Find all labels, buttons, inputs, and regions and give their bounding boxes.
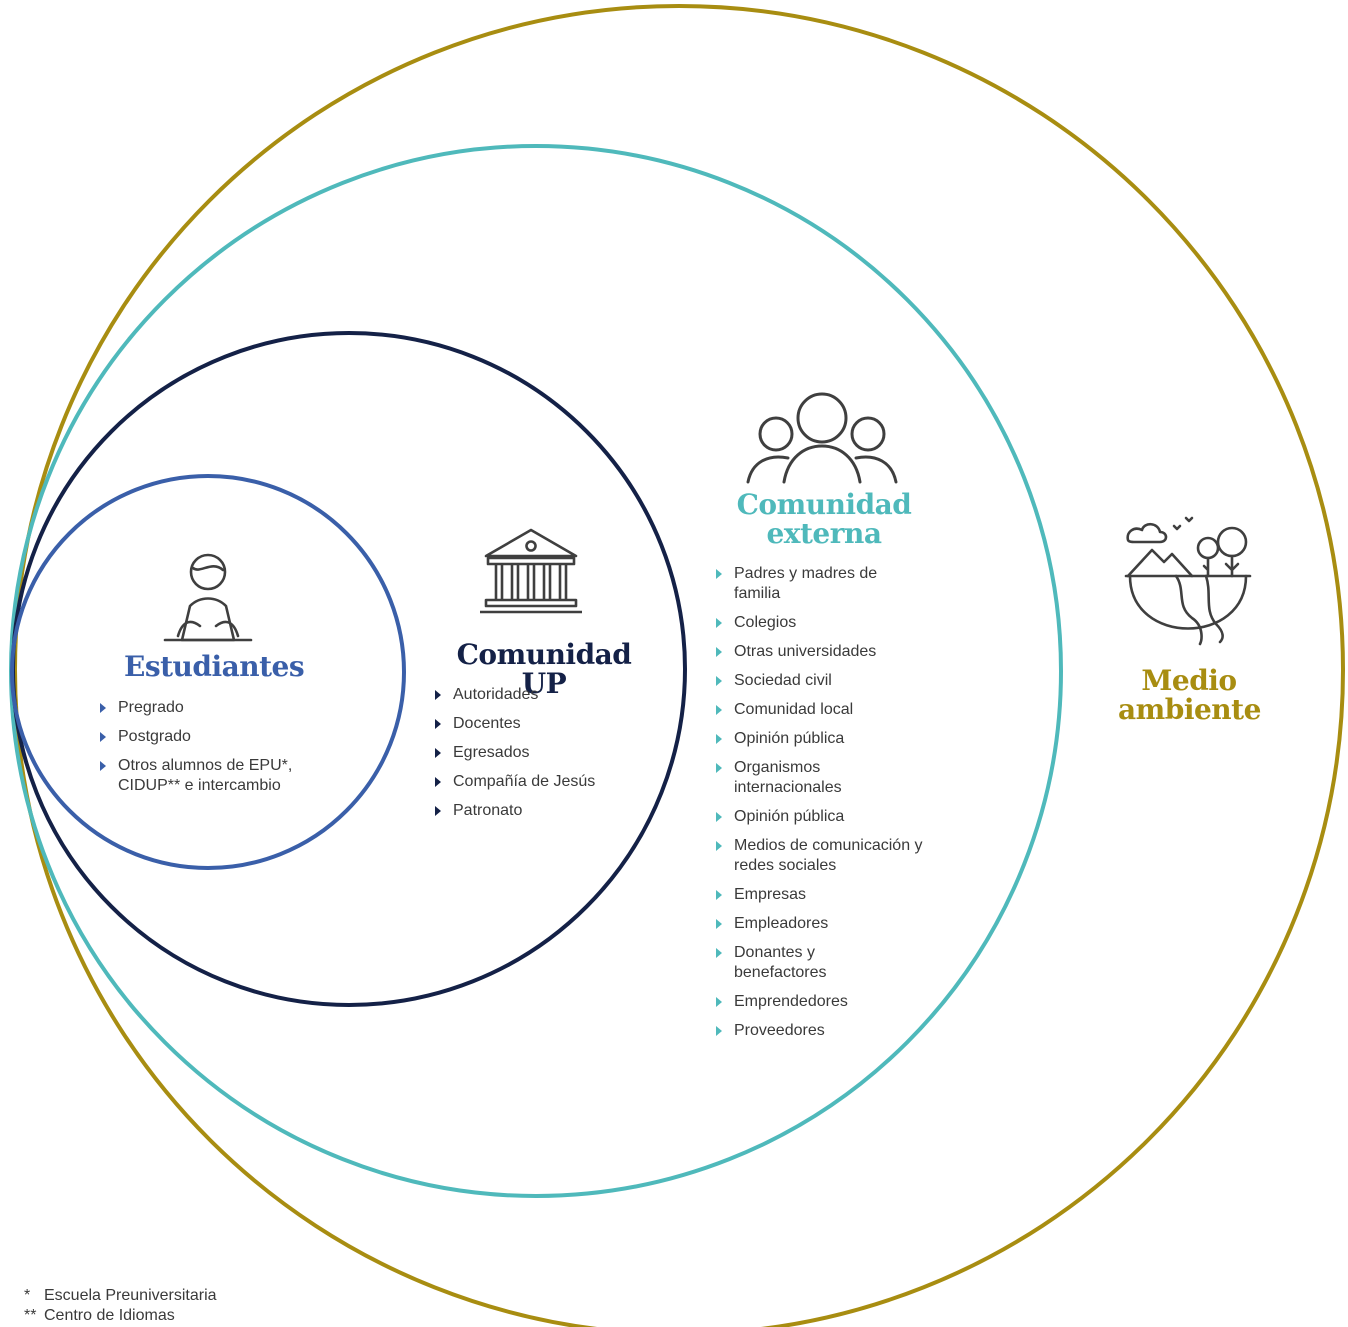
comunidad-externa-list: Padres y madres de familia Colegios Otra… <box>714 564 942 1050</box>
list-item: Otras universidades <box>714 642 942 662</box>
medio-ambiente-title: Medio ambiente <box>1118 664 1261 727</box>
list-item: Compañía de Jesús <box>433 772 653 792</box>
circle-estudiantes <box>10 474 406 870</box>
list-item: Opinión pública <box>714 807 942 827</box>
list-item: Medios de comunicación y redes sociales <box>714 836 956 876</box>
landscape-nature-icon <box>1124 516 1252 646</box>
list-item: Padres y madres de familia <box>714 564 904 604</box>
list-item: Sociedad civil <box>714 671 942 691</box>
student-icon <box>163 553 253 642</box>
list-item: Emprendedores <box>714 992 942 1012</box>
footnotes: * Escuela Preuniversitaria ** Centro de … <box>24 1286 217 1326</box>
list-item: Postgrado <box>98 727 338 747</box>
list-item: Pregrado <box>98 698 338 718</box>
people-group-icon <box>746 392 898 484</box>
comunidad-externa-title: Comunidad externa <box>736 488 912 551</box>
footnote: * Escuela Preuniversitaria <box>24 1287 217 1304</box>
comunidad-up-title: Comunidad UP <box>456 638 632 701</box>
comunidad-up-list: Autoridades Docentes Egresados Compañía … <box>433 685 653 830</box>
list-item: Donantes y benefactores <box>714 943 854 983</box>
list-item: Proveedores <box>714 1021 942 1041</box>
list-item: Otros alumnos de EPU*, CIDUP** e interca… <box>98 756 338 796</box>
list-item: Patronato <box>433 801 653 821</box>
university-building-icon <box>480 528 582 614</box>
list-item: Egresados <box>433 743 653 763</box>
list-item: Empleadores <box>714 914 942 934</box>
estudiantes-list: Pregrado Postgrado Otros alumnos de EPU*… <box>98 698 338 805</box>
list-item: Autoridades <box>433 685 653 705</box>
list-item: Docentes <box>433 714 653 734</box>
list-item: Empresas <box>714 885 942 905</box>
estudiantes-title: Estudiantes <box>124 650 305 683</box>
list-item: Opinión pública <box>714 729 942 749</box>
list-item: Colegios <box>714 613 942 633</box>
footnote: ** Centro de Idiomas <box>24 1307 175 1324</box>
list-item: Comunidad local <box>714 700 942 720</box>
list-item: Organismos internacionales <box>714 758 874 798</box>
